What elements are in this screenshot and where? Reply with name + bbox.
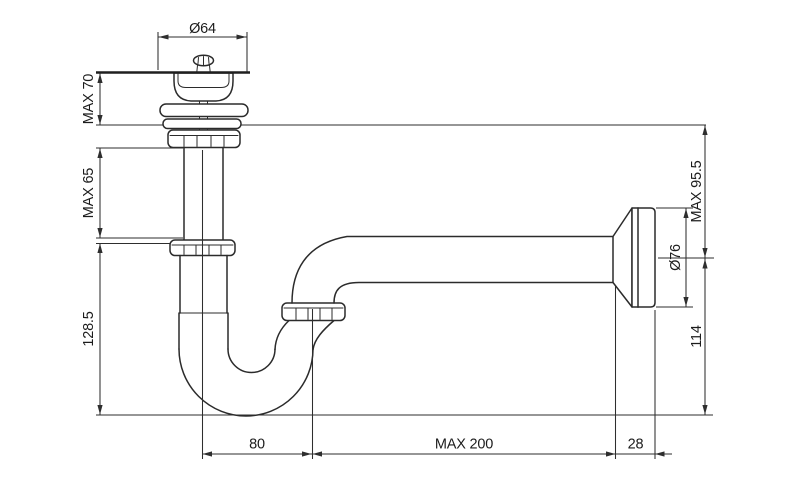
u-bend-outer [178,348,314,417]
dimension-labels: Ø64 MAX 70 MAX 65 128.5 MAX 95.5 Ø76 114… [81,21,705,453]
dim-label-max-tailpipe: MAX 65 [81,168,97,219]
dim-label-max-above-sink: MAX 70 [81,74,97,125]
screw-neck [196,65,211,73]
trap-inlet-lower-walls [178,312,229,350]
dim-label-drain-diameter: Ø64 [189,21,216,37]
riser-right-wall [312,319,335,351]
dim-label-outlet-to-bottom: 114 [689,325,705,348]
washer-lower [162,118,242,130]
tailpipe [183,146,224,241]
hex-nut-top [167,129,241,149]
dim-label-flange-diameter: Ø76 [668,244,684,271]
dim-label-trap-drop: 128.5 [81,311,97,346]
riser-left-wall [274,319,290,351]
wall-flange [612,207,656,308]
extension-lines [96,32,714,459]
dimension-lines [99,36,706,455]
dim-label-wall-flange-depth: 28 [628,437,644,453]
trap-inlet-walls [179,254,228,314]
hex-nut-elbow [281,302,346,322]
tailpipe-walls [183,146,224,241]
u-bend-inner [227,348,276,374]
dim-label-trap-width: 80 [249,437,265,453]
elbow-outer [291,235,614,304]
strainer-inner-lip [177,73,230,88]
dim-label-max-horizontal-run: MAX 200 [435,437,493,453]
p-trap-body [178,254,335,417]
screw-slots [197,56,210,66]
elbow-inner [333,281,614,304]
flange-cap [631,207,656,308]
drain-assembly [96,54,250,149]
washer-upper [159,103,249,118]
dimension-arrowheads [97,34,708,457]
dim-label-max-wall-drop: MAX 95.5 [689,160,705,222]
outlet-pipe [291,235,614,304]
